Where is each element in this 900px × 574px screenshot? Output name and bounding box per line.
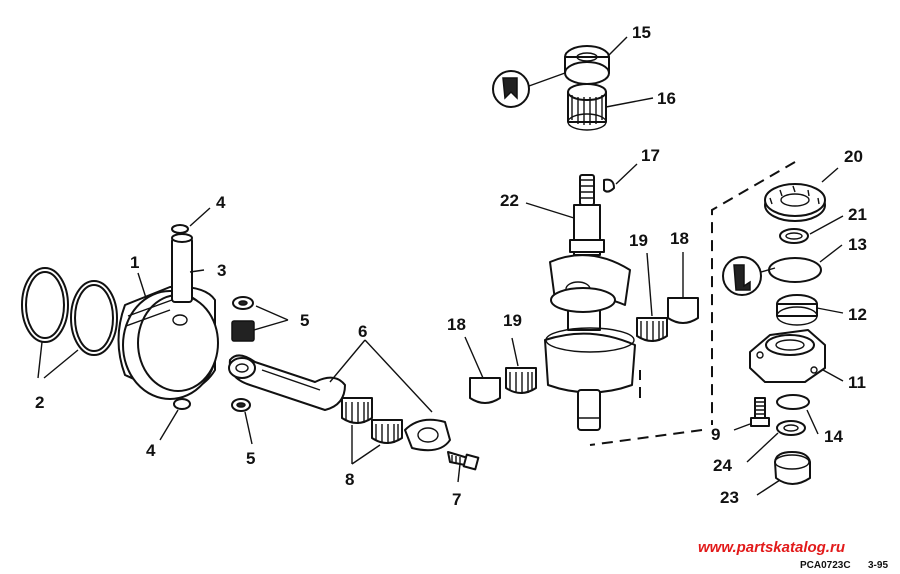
callout-16: 16 [657,89,676,108]
retaining-rings [171,224,191,410]
sealant-icon [492,70,776,296]
callout-4-lower: 4 [146,441,156,460]
lower-bearing-assembly [749,183,826,485]
callout-4-upper: 4 [216,193,226,212]
callout-numbers: 1 2 3 4 4 5 5 6 7 8 9 11 12 13 14 15 16 … [35,23,867,509]
crankshaft [544,174,636,431]
callout-18-left: 18 [447,315,466,334]
connecting-rod [228,354,451,452]
center-main-bearing-right [636,297,699,342]
rod-bolt [447,451,480,471]
callout-5-upper: 5 [300,311,309,330]
callout-1: 1 [130,253,139,272]
piston-pin [171,233,193,303]
watermark-text: www.partskatalog.ru [698,539,845,556]
callout-9: 9 [711,425,720,444]
callout-13: 13 [848,235,867,254]
callout-15: 15 [632,23,651,42]
callout-2: 2 [35,393,44,412]
callout-8: 8 [345,470,354,489]
assembly-guide-lines [589,161,796,446]
callout-22: 22 [500,191,519,210]
callout-21: 21 [848,205,867,224]
callout-14: 14 [824,427,843,446]
callout-19-right: 19 [629,231,648,250]
callout-23: 23 [720,488,739,507]
leader-lines [37,36,844,496]
callout-24: 24 [713,456,732,475]
diagram-date: 3-95 [868,560,888,571]
callout-6: 6 [358,322,367,341]
callout-7: 7 [452,490,461,509]
small-end-bearing [231,296,255,412]
callout-11: 11 [848,373,866,392]
woodruff-key [603,178,615,193]
callout-5-lower: 5 [246,449,255,468]
callout-17: 17 [641,146,660,165]
diagram-code: PCA0723C [800,560,851,571]
callout-19-left: 19 [503,311,522,330]
center-main-bearing-left [469,367,537,404]
callout-12: 12 [848,305,867,324]
callout-20: 20 [844,147,863,166]
piston-rings [21,267,118,356]
callout-18-right: 18 [670,229,689,248]
piston [117,285,219,400]
upper-seal-and-bearing [564,45,610,131]
rod-bearing-cages [341,397,403,444]
callout-3: 3 [217,261,226,280]
